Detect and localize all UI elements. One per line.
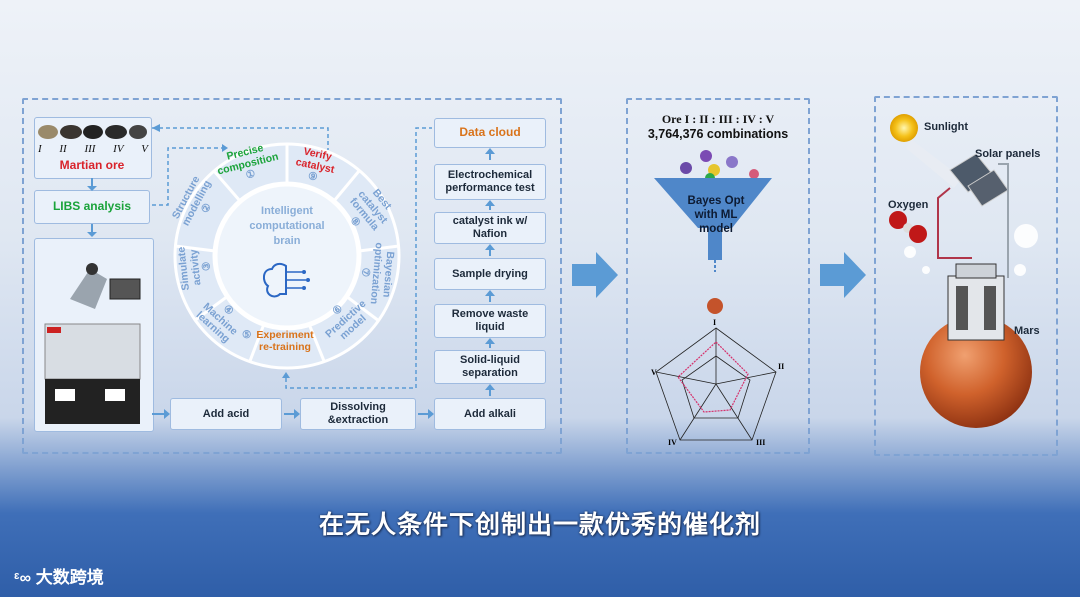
solar-panel-icon bbox=[949, 153, 1009, 207]
data-cloud-box: Data cloud bbox=[434, 118, 546, 148]
sun-icon bbox=[890, 114, 918, 142]
brand-logo-icon: ᵋ∞ bbox=[14, 570, 32, 587]
middle-panel bbox=[626, 98, 810, 454]
brand-logo: ᵋ∞ 大数跨境 bbox=[14, 563, 104, 588]
sunlight-label: Sunlight bbox=[924, 121, 968, 133]
combinations-text: 3,764,376 combinations bbox=[647, 127, 789, 141]
electrochemical-test-box: Electrochemical performance test bbox=[434, 164, 546, 200]
funnel-graphic bbox=[654, 150, 772, 272]
sample-drying-box: Sample drying bbox=[434, 258, 546, 290]
numeral-1: I bbox=[38, 143, 42, 155]
solar-panels-label: Solar panels bbox=[975, 148, 1041, 160]
oxygen-molecule-icon bbox=[889, 211, 927, 243]
mars-label: Mars bbox=[1014, 325, 1040, 337]
radar-label-4: IV bbox=[668, 438, 677, 447]
step-5-experiment-retraining: ⑤ Experiment re-training bbox=[242, 329, 314, 353]
brain-icon bbox=[262, 262, 310, 298]
catalyst-ink-box: catalyst ink w/ Nafion bbox=[434, 212, 546, 244]
mars-planet-icon bbox=[920, 316, 1032, 428]
left-panel bbox=[22, 98, 562, 454]
radar-label-2: II bbox=[778, 362, 785, 371]
ore-ratio-text: Ore I : II : III : IV : V bbox=[661, 112, 775, 126]
robot-station-icon bbox=[947, 263, 1005, 341]
numeral-5: V bbox=[141, 143, 148, 155]
brand-name: 大数跨境 bbox=[35, 568, 104, 587]
video-subtitle: 在无人条件下创制出一款优秀的催化剂 bbox=[318, 511, 761, 539]
radar-label-3: III bbox=[756, 438, 766, 447]
martian-ore-label: Martian ore bbox=[59, 158, 125, 172]
center-line1: Intelligent bbox=[261, 205, 313, 217]
robot-lab-box bbox=[34, 238, 154, 432]
brain-center-text: Intelligent computational brain bbox=[237, 204, 337, 249]
numeral-3: III bbox=[84, 143, 96, 155]
right-scene bbox=[889, 114, 1038, 428]
radar-label-5: V bbox=[651, 368, 657, 377]
add-alkali-box: Add alkali bbox=[434, 398, 546, 430]
ore-numerals: I II III IV V bbox=[38, 143, 148, 155]
funnel-text: Bayes Opt with ML model bbox=[687, 195, 745, 235]
robot-icon bbox=[44, 263, 141, 424]
dissolving-box: Dissolving &extraction bbox=[300, 398, 416, 430]
center-line2: computational bbox=[249, 219, 325, 232]
dashed-connectors bbox=[152, 124, 432, 389]
big-arrow-1 bbox=[572, 252, 618, 298]
mars-small-icon bbox=[707, 298, 723, 314]
left-column-arrows bbox=[87, 178, 97, 237]
ore-samples-icon bbox=[38, 125, 147, 139]
remove-waste-box: Remove waste liquid bbox=[434, 304, 546, 338]
radar-label-1: I bbox=[713, 318, 717, 327]
oxygen-label: Oxygen bbox=[888, 199, 929, 211]
flow-arrows bbox=[152, 148, 495, 419]
right-panel bbox=[874, 96, 1058, 456]
numeral-2: II bbox=[59, 143, 67, 155]
numeral-4: IV bbox=[113, 143, 124, 155]
computational-brain-ring bbox=[173, 142, 401, 370]
center-line3: brain bbox=[273, 234, 301, 247]
libs-analysis-box: LIBS analysis bbox=[34, 190, 150, 224]
big-arrow-2 bbox=[820, 252, 866, 298]
add-acid-box: Add acid bbox=[170, 398, 282, 430]
radar-chart bbox=[655, 327, 777, 441]
solid-liquid-box: Solid-liquid separation bbox=[434, 350, 546, 384]
